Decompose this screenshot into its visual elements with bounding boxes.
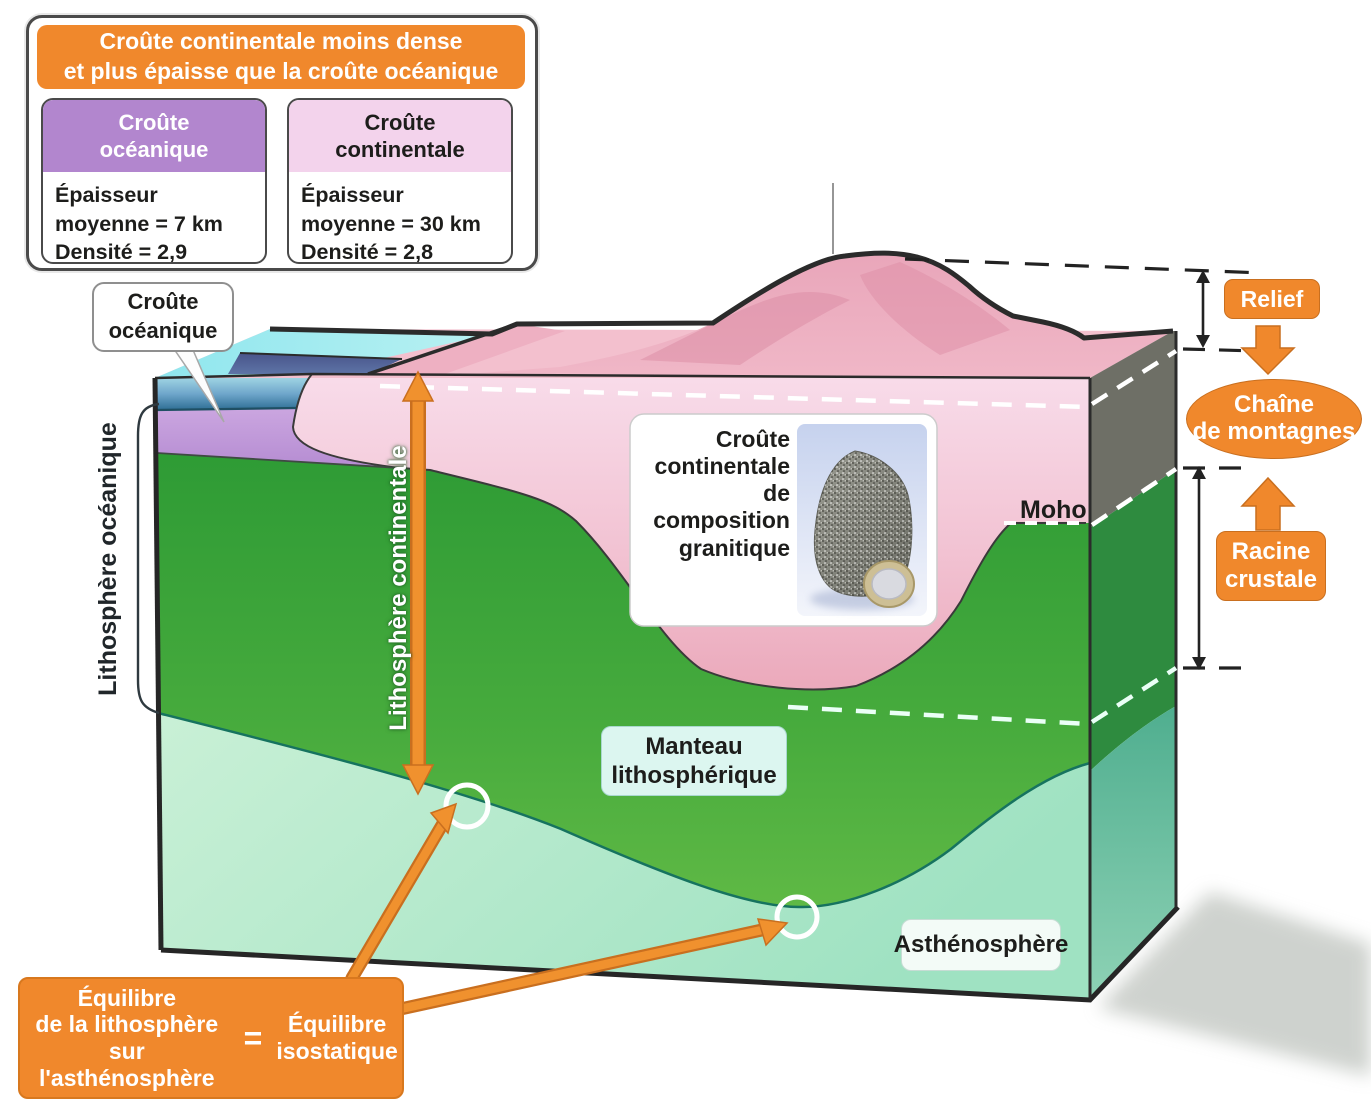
sea-level-dashes-side: [1090, 349, 1178, 406]
lithospheric-mantle-front: [157, 453, 1090, 908]
lithosphere-base-dashes-front: [787, 704, 1089, 727]
card-oceanic-body: Épaisseur moyenne = 7 km Densité = 2,9: [55, 183, 223, 264]
moho-label: Moho: [1020, 496, 1087, 524]
root-extent-arrow: [1192, 466, 1206, 670]
equals-sign: =: [243, 1019, 263, 1056]
granite-card-text: Croûte continentale de composition grani…: [653, 426, 790, 561]
card-continental-header: Croûte continentale: [289, 100, 511, 172]
card-continental-body: Épaisseur moyenne = 30 km Densité = 2,8: [301, 183, 481, 264]
plateau-level-dashes: [1182, 347, 1259, 353]
coin-center: [871, 568, 907, 600]
equilibrium-box: Équilibre de la lithosphère sur l'asthén…: [18, 977, 404, 1099]
card-oceanic-header: Croûte océanique: [43, 100, 265, 172]
side-face-mantle: [1090, 469, 1176, 771]
left-edge: [152, 377, 164, 951]
crustal-root-badge: Racine crustale: [1216, 531, 1326, 601]
lithosphere-oceanic-bracket: [136, 402, 160, 715]
lithosphere-base-line: [157, 711, 1091, 909]
mountain-chain-badge: Chaîne de montagnes: [1186, 379, 1362, 459]
side-face-asthenosphere: [1090, 706, 1176, 1000]
asthenosphere-label-box: Asthénosphère: [894, 919, 1068, 971]
side-face-crust-gray: [1090, 331, 1176, 528]
front-top-fold: [154, 372, 1091, 380]
equilibrium-left-text: Équilibre de la lithosphère sur l'asthén…: [35, 984, 219, 1091]
granite-speckles: [814, 451, 912, 597]
summit-level-dashes: [904, 257, 1264, 275]
compensation-circle-1: [443, 782, 491, 830]
block-shadow: [1098, 892, 1371, 1076]
lithosphere-oceanic-label: Lithosphère océanique: [93, 422, 122, 696]
sea-level-dashes-front: [379, 383, 1089, 410]
arrow-down-icon: [1240, 325, 1296, 376]
card-oceanic-crust: Croûte océanique Épaisseur moyenne = 7 k…: [41, 98, 267, 264]
relief-badge: Relief: [1224, 279, 1320, 319]
relief-extent-arrow: [1196, 270, 1210, 348]
equilibrium-arrow-1: [345, 802, 458, 985]
card-continental-crust: Croûte continentale Épaisseur moyenne = …: [287, 98, 513, 264]
lithosphere-continental-label: Lithosphère continentale: [385, 445, 412, 731]
lithosphere-base-dashes-side: [1090, 666, 1178, 724]
mountain-shading-2: [860, 262, 1010, 355]
mountain-shading: [640, 291, 850, 365]
info-panel-title: Croûte continentale moins dense et plus …: [37, 25, 525, 89]
mountain-range: [480, 253, 1173, 378]
info-panel: Croûte continentale moins dense et plus …: [26, 15, 538, 271]
moho-dashes-side: [1090, 467, 1178, 527]
oceanic-moho-line: [156, 452, 400, 469]
floor-edge: [239, 352, 403, 360]
shoreline-edge: [367, 322, 518, 376]
water-bottom-line: [156, 406, 297, 412]
arrow-up-icon: [1240, 476, 1296, 531]
oceanic-crust-callout: Croûte océanique: [92, 282, 234, 352]
equilibrium-right-text: Équilibre isostatique: [276, 1011, 398, 1064]
lithosphere-continental-arrow: [401, 370, 435, 796]
continental-slope: [367, 324, 565, 374]
oceanic-crust-layer: [157, 408, 399, 468]
ocean-water-front: [155, 374, 312, 410]
compensation-circle-2: [774, 894, 820, 940]
granite-card-graphic: [629, 413, 938, 627]
mantle-label-box: Manteau lithosphérique: [601, 726, 787, 796]
